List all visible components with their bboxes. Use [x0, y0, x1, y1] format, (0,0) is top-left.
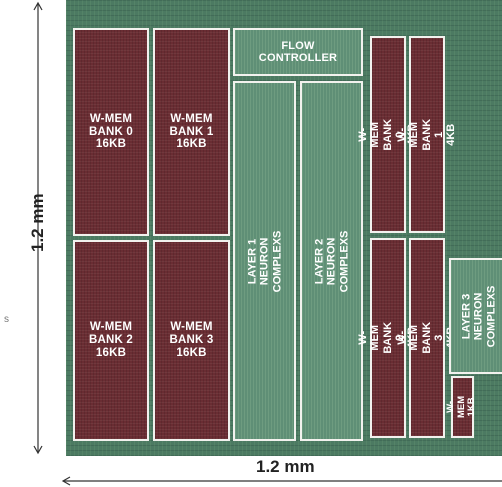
wmem-bank-1-16kb: W-MEM BANK 1 16KB — [153, 28, 230, 236]
horizontal-dimension-arrow — [61, 476, 502, 486]
layer-3-label: LAYER 3 NEURON COMPLEXS — [460, 285, 498, 347]
wmem-bank-0-16kb-label: W-MEM BANK 0 16KB — [88, 112, 133, 151]
chip-die: W-MEM BANK 0 16KB W-MEM BANK 1 16KB W-ME… — [66, 0, 502, 456]
layer-1-neuron-complexs: LAYER 1 NEURON COMPLEXS — [233, 81, 296, 441]
wmem-1kb-label: W-MEM 1KB — [445, 395, 478, 419]
wmem-bank-1-16kb-label: W-MEM BANK 1 16KB — [169, 112, 214, 151]
vertical-dimension-arrow — [33, 1, 43, 455]
margin-letter: s — [4, 314, 9, 325]
flow-controller-label: FLOW CONTROLLER — [258, 39, 338, 64]
wmem-bank-3-16kb-label: W-MEM BANK 3 16KB — [169, 321, 214, 359]
layer-3-neuron-complexs: LAYER 3 NEURON COMPLEXS — [449, 258, 502, 374]
wmem-bank-0-16kb: W-MEM BANK 0 16KB — [73, 28, 149, 236]
layer-1-label: LAYER 1 NEURON COMPLEXS — [246, 230, 283, 292]
layer-2-label: LAYER 2 NEURON COMPLEXS — [313, 230, 350, 292]
wmem-bank-0-4kb: W-MEM BANK 0 4KB — [357, 36, 418, 233]
height-label: 1.2 mm — [28, 193, 47, 252]
wmem-1kb: W-MEM 1KB — [446, 376, 478, 438]
wmem-bank-1-4kb: W-MEM BANK 1 4KB — [396, 36, 457, 233]
flow-controller: FLOW CONTROLLER — [233, 28, 363, 76]
layer-2-neuron-complexs: LAYER 2 NEURON COMPLEXS — [300, 81, 363, 441]
width-label: 1.2 mm — [256, 457, 315, 476]
wmem-bank-3-4kb: W-MEM BANK 3 4KB — [396, 238, 457, 438]
wmem-bank-2-16kb: W-MEM BANK 2 16KB — [73, 240, 149, 441]
wmem-bank-2-4kb: W-MEM BANK 2 4KB — [357, 238, 418, 438]
wmem-bank-2-16kb-label: W-MEM BANK 2 16KB — [88, 321, 133, 359]
wmem-bank-1-4kb-label: W-MEM BANK 1 4KB — [396, 118, 458, 151]
wmem-bank-3-16kb: W-MEM BANK 3 16KB — [153, 240, 230, 441]
